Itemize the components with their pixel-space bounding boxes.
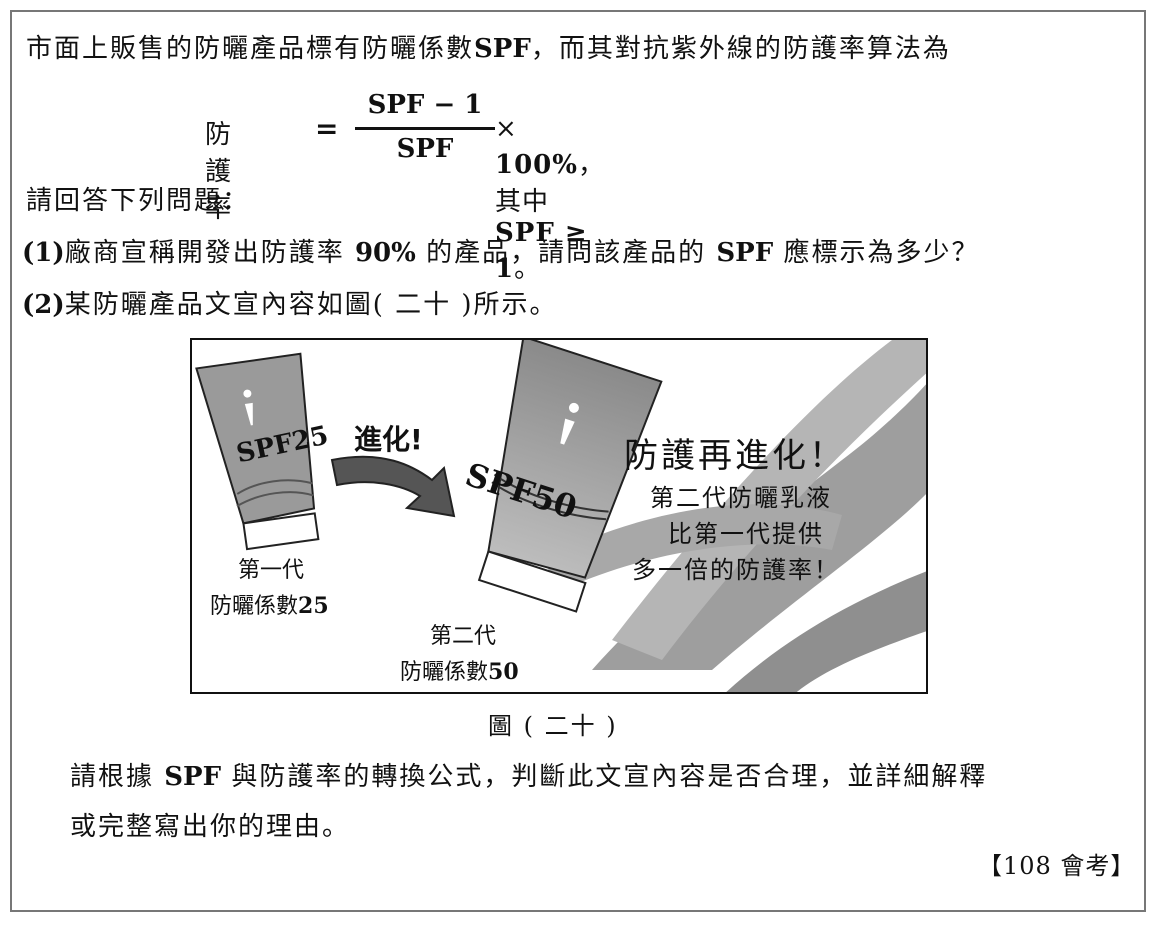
instruction-line2: 或完整寫出你的理由。: [70, 812, 351, 842]
source-tag: 【108 會考】: [978, 852, 1136, 880]
figure-twenty: SPF25 進化! SPF50 第一代 防曬係數25 第二代 防曬係數50 防護…: [190, 338, 928, 694]
formula-numerator: SPF − 1: [367, 90, 483, 120]
intro-text: 市面上販售的防曬產品標有防曬係數SPF，而其對抗紫外線的防護率算法為: [26, 34, 951, 64]
gen2-line2: 防曬係數50: [400, 659, 519, 685]
arrow-icon: [330, 455, 456, 518]
question-2: (2)某防曬產品文宣內容如圖( 二十 )所示。: [22, 290, 558, 320]
desc-line3: 多一倍的防護率！: [632, 556, 840, 584]
arrow-label: 進化!: [354, 423, 423, 456]
desc-line2: 比第一代提供: [668, 520, 824, 548]
desc-line1: 第二代防曬乳液: [650, 484, 832, 512]
gen1-line2: 防曬係數25: [210, 593, 329, 619]
prompt-text: 請回答下列問題：: [26, 186, 251, 216]
gen2-line1: 第二代: [430, 624, 497, 649]
figure-artwork: [195, 340, 926, 692]
formula-equals: =: [315, 112, 339, 145]
instruction-line1: 請根據 SPF 與防護率的轉換公式，判斷此文宣內容是否合理，並詳細解釋: [70, 762, 988, 792]
formula-denominator: SPF: [396, 134, 454, 164]
gen1-line1: 第一代: [238, 558, 305, 583]
brush-stroke: [542, 504, 842, 590]
brush-stroke: [726, 571, 926, 692]
tube-spf25-icon: [195, 352, 320, 551]
brush-stroke: [612, 340, 926, 660]
formula-lhs: 防護率: [205, 120, 234, 224]
headline: 防護再進化！: [624, 436, 846, 476]
tube-spf50-icon: [477, 340, 663, 613]
formula-rest: × 100%，其中 SPF ≥ 1。: [495, 114, 605, 284]
fraction-bar: [355, 127, 495, 130]
figure-caption: 圖 ( 二十 ): [488, 712, 618, 740]
question-1: (1)廠商宣稱開發出防護率 90% 的產品，請問該產品的 SPF 應標示為多少？: [22, 238, 980, 268]
